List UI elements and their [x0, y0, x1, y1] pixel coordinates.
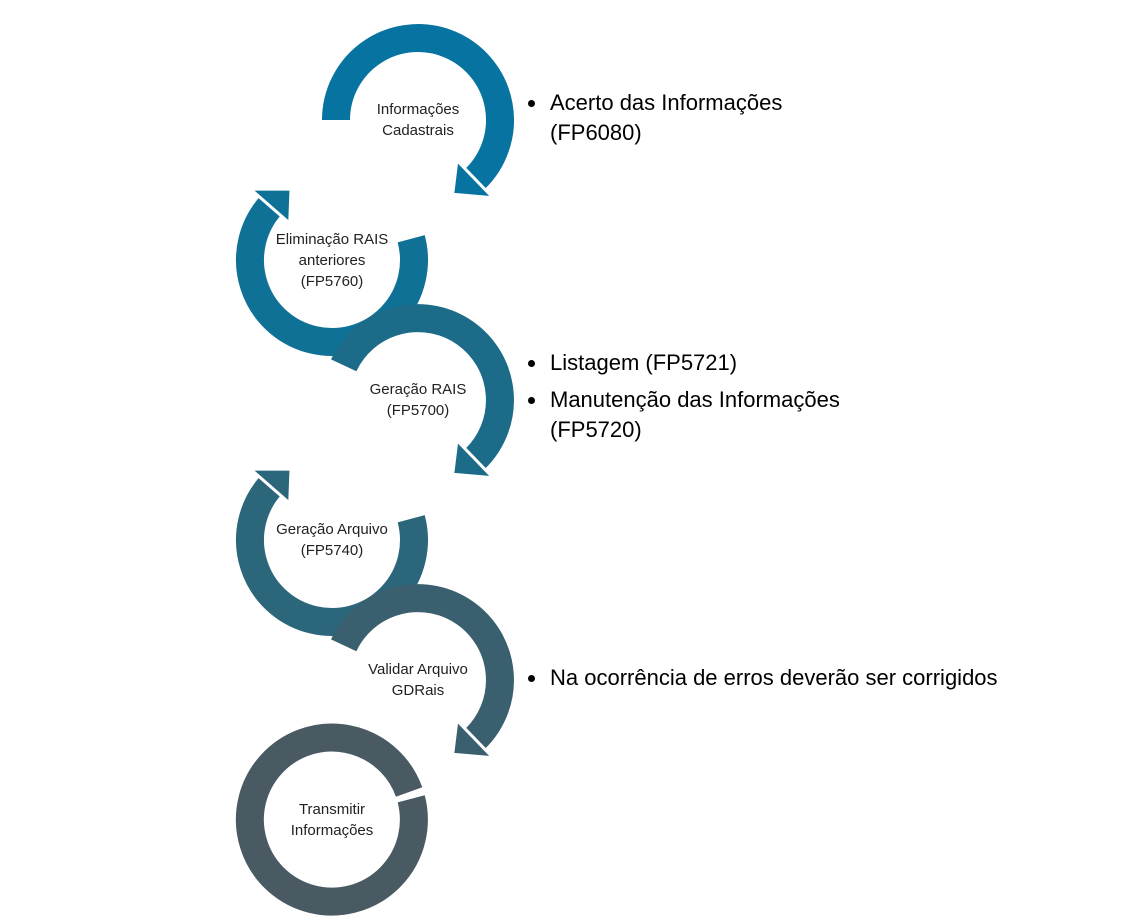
step-label-line: Geração Arquivo [276, 521, 388, 538]
step-label-line: Informações [290, 822, 374, 839]
step-geracao-arquivo-arc [236, 477, 428, 636]
note-item: Listagem (FP5721) [528, 348, 908, 378]
note-item: Manutenção das Informações (FP5720) [528, 385, 908, 445]
step-geracao-rais-arc [331, 304, 514, 470]
step-validar-arquivo-arrowhead [451, 716, 497, 760]
step-eliminacao-rais-arc [236, 197, 428, 356]
step-label-line: (FP5760) [300, 272, 364, 290]
step-geracao-arquivo-arrowhead [246, 467, 293, 507]
step-transmitir-ring [235, 723, 428, 916]
step-geracao-arquivo-label: Geração Arquivo (FP5740) [242, 519, 422, 561]
step-informacoes-cadastrais-arc [322, 24, 514, 190]
note-item: Acerto das Informações (FP6080) [528, 88, 848, 148]
note-item: Na ocorrência de erros deverão ser corri… [528, 663, 1088, 693]
step-validar-arquivo-ring [331, 584, 514, 760]
step-label-line: Eliminação RAIS [275, 230, 389, 248]
step-eliminacao-rais-label: Eliminação RAIS anteriores (FP5760) [242, 229, 422, 292]
step-geracao-rais-ring [331, 304, 514, 480]
step-eliminacao-rais-ring [236, 187, 428, 356]
step-informacoes-cadastrais-ring [322, 24, 514, 200]
step-validar-arquivo-arc [331, 584, 514, 750]
step-label-line: (FP5700) [386, 402, 450, 419]
step-geracao-rais-label: Geração RAIS (FP5700) [328, 379, 508, 421]
step-geracao-arquivo-ring [236, 467, 428, 636]
notes-validar: Na ocorrência de erros deverão ser corri… [528, 663, 1088, 700]
step-label-line: GDRais [391, 682, 445, 699]
step-label-line: Transmitir [298, 801, 366, 818]
step-label-line: anteriores [298, 251, 366, 269]
step-label-line: Geração RAIS [369, 381, 467, 398]
step-label-line: Cadastrais [382, 122, 454, 139]
step-label-line: (FP5740) [300, 542, 364, 559]
notes-geracao-rais: Listagem (FP5721) Manutenção das Informa… [528, 348, 908, 452]
step-geracao-rais-arrowhead [451, 436, 497, 480]
notes-cadastrais: Acerto das Informações (FP6080) [528, 88, 848, 155]
step-transmitir-arc [235, 723, 428, 916]
step-eliminacao-rais-arrowhead [246, 187, 293, 227]
step-label-line: Validar Arquivo [368, 661, 468, 678]
step-informacoes-cadastrais-arrowhead [451, 156, 497, 200]
step-label-line: Informações [376, 101, 460, 118]
